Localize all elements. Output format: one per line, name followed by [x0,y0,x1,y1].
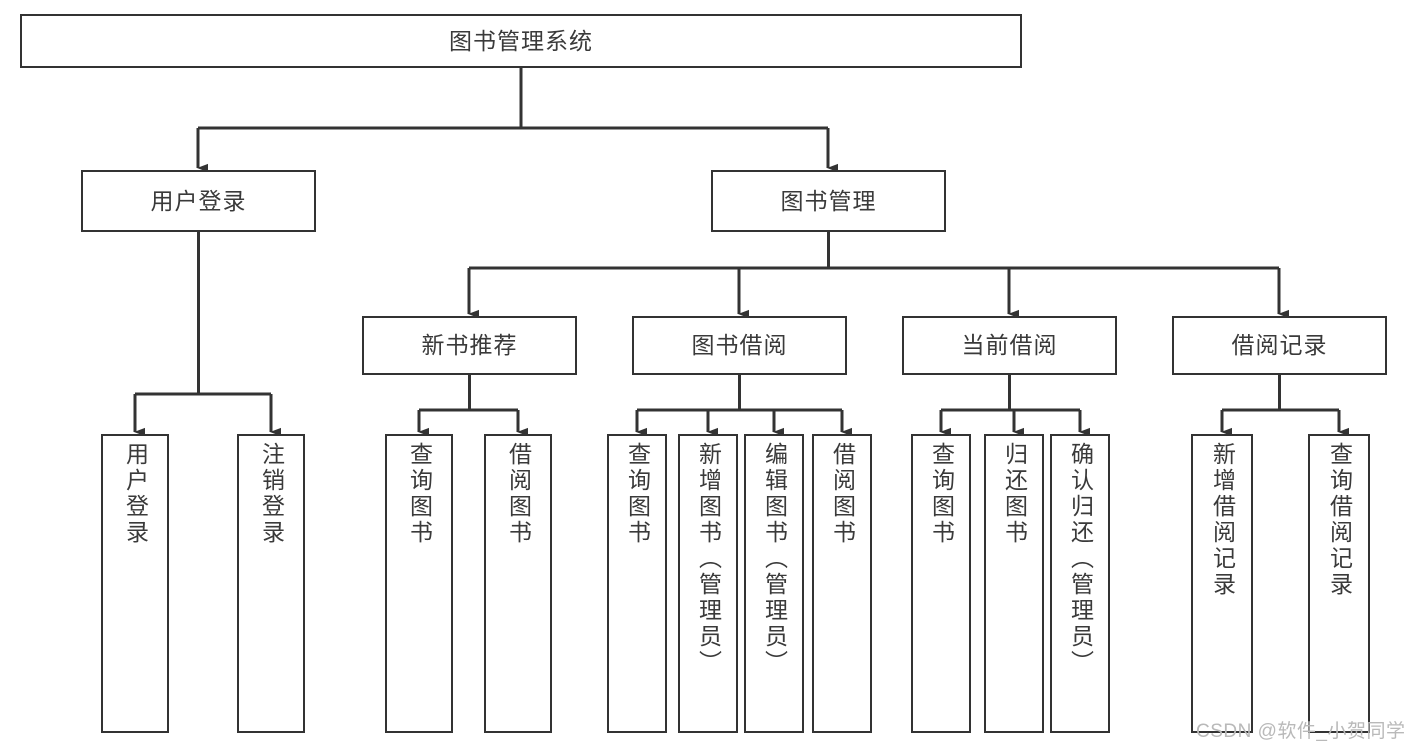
leaf-node-label: 借阅图书 [505,442,532,546]
leaf-node-label: 新增图书（管理员） [695,442,722,676]
leaf-node-3[interactable]: 借阅图书 [484,434,552,733]
level3-node-1[interactable]: 图书借阅 [632,316,847,375]
level3-node-label: 当前借阅 [961,332,1058,359]
leaf-node-1[interactable]: 注销登录 [237,434,305,733]
level3-node-3[interactable]: 借阅记录 [1172,316,1387,375]
leaf-node-10[interactable]: 确认归还（管理员） [1050,434,1110,733]
leaf-node-12[interactable]: 查询借阅记录 [1308,434,1370,733]
leaf-node-9[interactable]: 归还图书 [984,434,1044,733]
root-node-root[interactable]: 图书管理系统 [20,14,1022,68]
leaf-node-11[interactable]: 新增借阅记录 [1191,434,1253,733]
level3-node-0[interactable]: 新书推荐 [362,316,577,375]
level3-node-label: 借阅记录 [1231,332,1328,359]
leaf-node-label: 归还图书 [1001,442,1028,546]
leaf-node-label: 编辑图书（管理员） [761,442,788,676]
leaf-node-label: 查询借阅记录 [1326,442,1353,598]
leaf-node-8[interactable]: 查询图书 [911,434,971,733]
leaf-node-7[interactable]: 借阅图书 [812,434,872,733]
leaf-node-label: 新增借阅记录 [1209,442,1236,598]
leaf-node-label: 确认归还（管理员） [1067,442,1094,676]
root-node-label: 图书管理系统 [449,27,593,54]
leaf-node-label: 借阅图书 [829,442,856,546]
leaf-node-5[interactable]: 新增图书（管理员） [678,434,738,733]
leaf-node-0[interactable]: 用户登录 [101,434,169,733]
leaf-node-6[interactable]: 编辑图书（管理员） [744,434,804,733]
leaf-node-label: 用户登录 [122,442,149,546]
leaf-node-4[interactable]: 查询图书 [607,434,667,733]
level2-node-0[interactable]: 用户登录 [81,170,316,232]
level3-node-label: 新书推荐 [421,332,518,359]
level2-node-label: 用户登录 [150,187,247,214]
leaf-node-label: 注销登录 [258,442,285,546]
level2-node-1[interactable]: 图书管理 [711,170,946,232]
leaf-node-label: 查询图书 [624,442,651,546]
level2-node-label: 图书管理 [780,187,877,214]
leaf-node-label: 查询图书 [928,442,955,546]
leaf-node-2[interactable]: 查询图书 [385,434,453,733]
leaf-node-label: 查询图书 [406,442,433,546]
level3-node-label: 图书借阅 [691,332,788,359]
csdn-watermark: CSDN @软件_小贺同学 [1196,721,1405,742]
level3-node-2[interactable]: 当前借阅 [902,316,1117,375]
